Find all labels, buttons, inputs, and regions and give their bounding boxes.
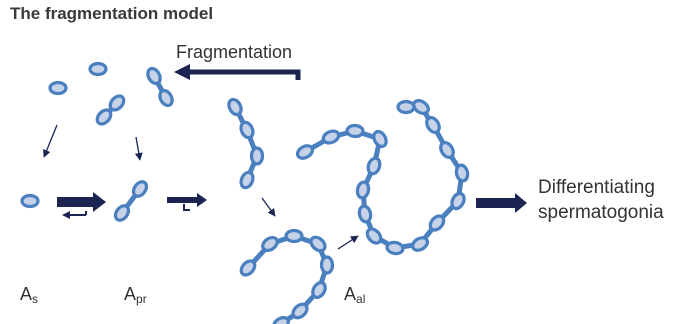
arrow-aal-lower-to-aal: [337, 235, 359, 250]
cell-chains: [20, 61, 470, 324]
spermatogonium-cell: [396, 99, 416, 115]
spermatogonium-cell: [108, 94, 126, 112]
spermatogonium-cell: [95, 108, 113, 126]
spermatogonium-cell: [20, 193, 40, 209]
label-as: As: [20, 284, 39, 306]
spermatogonium-cell: [295, 144, 315, 160]
differentiating-label-line2: spermatogonia: [538, 202, 664, 223]
spermatogonium-cell: [412, 99, 430, 115]
arrow-aal-to-differentiating: [476, 193, 527, 213]
spermatogonium-cell: [284, 228, 304, 244]
arrow-top-single-to-as: [43, 124, 58, 158]
pair-apr: [113, 180, 149, 222]
spermatogonium-cell: [355, 180, 371, 200]
chain-aal-lower: [239, 228, 335, 324]
spermatogonium-cell: [311, 280, 327, 300]
spermatogonium-cell: [48, 80, 68, 96]
arrow-top-pair-to-apr: [134, 136, 143, 161]
chain-aal: [295, 99, 470, 256]
spermatogonium-cell: [385, 240, 405, 256]
spermatogonium-cell: [439, 140, 455, 160]
chain-four: [227, 97, 265, 190]
arrows: [43, 64, 527, 250]
diagram-title: The fragmentation model: [10, 4, 214, 23]
fragmentation-label: Fragmentation: [176, 42, 293, 62]
spermatogonium-cell: [291, 302, 309, 320]
spermatogonium-cell: [410, 236, 430, 252]
spermatogonium-cell: [425, 115, 441, 135]
spermatogonium-cell: [366, 156, 382, 176]
cytoplasmic-bridge: [232, 105, 260, 181]
spermatogonium-cell: [227, 97, 243, 117]
spermatogonium-cell: [428, 214, 446, 232]
spermatogonium-cell: [321, 129, 341, 145]
spermatogonium-cell: [146, 66, 162, 86]
spermatogonium-cell: [88, 61, 108, 77]
spermatogonium-cell: [372, 129, 388, 149]
spermatogonium-cell: [365, 227, 383, 245]
single-cell-as: [20, 193, 40, 209]
spermatogonium-cell: [272, 315, 290, 324]
spermatogonium-cell: [113, 204, 131, 222]
spermatogonium-cell: [309, 235, 327, 253]
label-apr: Apr: [124, 284, 147, 306]
spermatogonium-cell: [158, 88, 174, 108]
fragmentation-arrow: [188, 69, 301, 80]
arrow-chain-to-aal-lower: [261, 197, 276, 217]
spermatogonium-cell: [261, 235, 279, 253]
arrow-as-to-apr: [57, 192, 106, 212]
spermatogonium-cell: [239, 259, 257, 277]
spermatogonium-cell: [239, 120, 255, 140]
spermatogonium-cell: [454, 163, 470, 183]
spermatogonium-cell: [131, 180, 149, 198]
spermatogonium-cell: [319, 255, 335, 275]
spermatogonium-cell: [357, 204, 373, 224]
single-cell-top-left: [48, 80, 68, 96]
spermatogonium-cell: [450, 191, 466, 211]
pair-top-left: [95, 94, 126, 126]
label-aal: Aal: [344, 284, 366, 306]
fragmentation-arrowhead: [174, 64, 190, 80]
spermatogonium-cell: [249, 146, 265, 166]
spermatogonium-cell: [345, 123, 365, 139]
pair-top-right: [146, 66, 174, 108]
differentiating-label-line1: Differentiating: [538, 177, 655, 198]
spermatogonium-cell: [239, 170, 255, 190]
arrow-apr-to-chain: [167, 193, 207, 207]
single-cell-top: [88, 61, 108, 77]
